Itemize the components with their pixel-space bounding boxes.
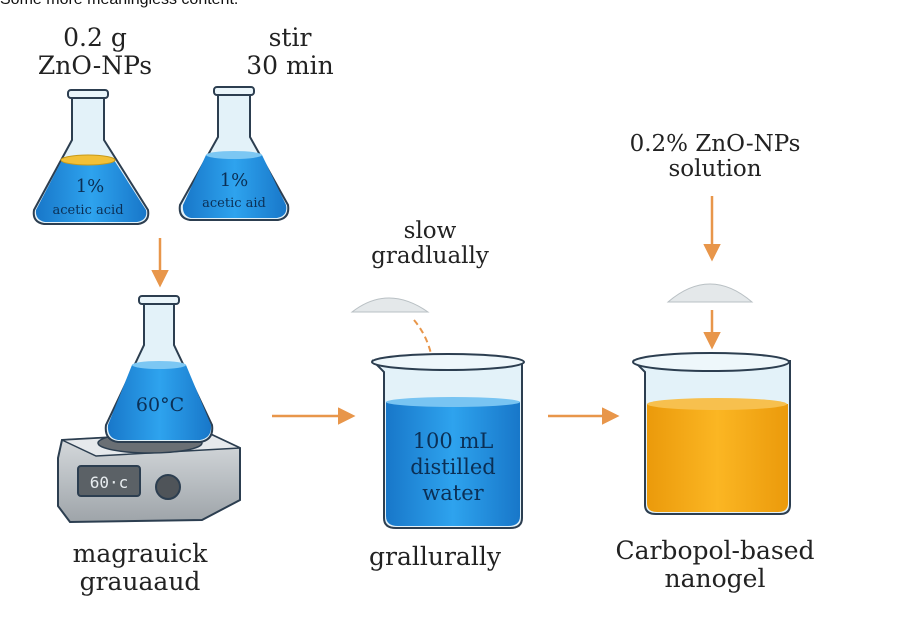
slow-label: slow [403, 218, 457, 244]
step1-material: ZnO-NPs [37, 50, 153, 80]
gradually-label: gradlually [371, 243, 489, 270]
temperature-display-text: 60·c [90, 473, 129, 492]
step2-action: stir [268, 23, 312, 52]
knob-icon [155, 474, 181, 500]
product-caption: Carbopol-based nanogel [590, 537, 840, 592]
beaker-distilled: distilled [410, 455, 495, 479]
heating-caption-line2: grauaaud [79, 566, 201, 596]
heating-caption-line1: magrauick [72, 539, 208, 568]
flask1-solvent: acetic acid [52, 203, 123, 218]
product-caption-line1: Carbopol-based [615, 536, 815, 565]
flask-acetic-acid-2: 1% acetic aid [178, 86, 290, 221]
flask3-temperature: 60°C [136, 394, 184, 416]
zno-solution-label: 0.2% ZnO-NPs solution [600, 131, 830, 183]
zno-powder-icon [666, 283, 754, 303]
heating-caption: magrauick grauaaud [40, 540, 240, 595]
slow-addition-label: slow gradlually [355, 218, 505, 270]
hot-plate: 60·c [57, 430, 241, 524]
zno-solution-line2: solution [668, 156, 762, 183]
powder-pile-icon [350, 297, 430, 313]
flask1-percent: 1% [76, 176, 105, 197]
step1-label: 0.2 g ZnO-NPs [20, 24, 170, 79]
flask-acetic-acid-1: 1% acetic acid [32, 89, 150, 225]
zno-solution-line1: 0.2% ZnO-NPs [629, 131, 801, 157]
beaker-caption: grallurally [350, 543, 520, 571]
step2-duration: 30 min [246, 50, 334, 80]
beaker-caption-text: grallurally [369, 542, 501, 571]
temperature-display [77, 465, 141, 497]
product-caption-line2: nanogel [664, 563, 766, 593]
beaker-nanogel [632, 352, 791, 515]
flask2-percent: 1% [220, 170, 249, 191]
step2-label: stir 30 min [225, 24, 355, 79]
flask-heated: 60°C [104, 295, 214, 443]
beaker-water: water [422, 481, 484, 505]
beaker-distilled-water: 100 mL distilled water [371, 353, 525, 529]
step1-amount: 0.2 g [63, 23, 127, 52]
header-note: Some more meaningless content. [0, 0, 238, 9]
flask2-solvent: acetic aid [202, 196, 266, 211]
beaker-volume: 100 mL [413, 429, 494, 453]
